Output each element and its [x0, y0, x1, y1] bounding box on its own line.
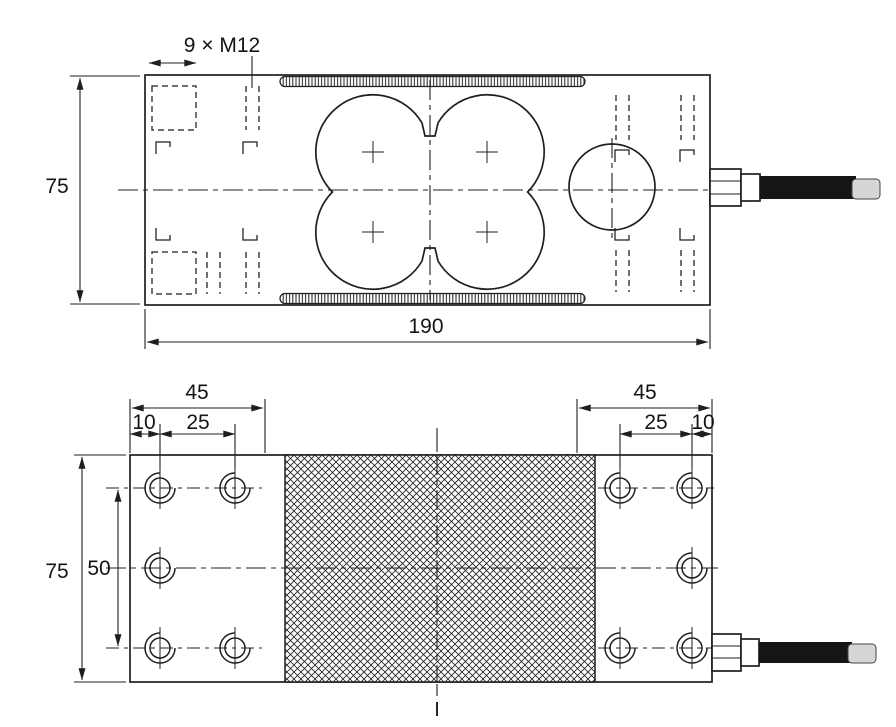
dim-top-width: 75	[45, 175, 68, 198]
cable-gland-bottom-view	[711, 633, 877, 672]
cable-gland-top-view	[709, 168, 881, 207]
cable-end	[847, 643, 877, 664]
dim-row-span: 50	[87, 557, 110, 580]
dim-right-edge-offset: 10	[691, 411, 714, 434]
section-mark-label: I	[434, 699, 440, 721]
cable	[759, 642, 852, 663]
center-cross-marks	[362, 141, 498, 243]
cable	[760, 176, 856, 199]
bottom-view-dimensions: 45 10 25 45 25 10 75 50	[45, 381, 715, 683]
top-view: 9 × M12 75 190	[45, 34, 881, 349]
bottom-view: I 45 10 25	[45, 381, 877, 721]
thread-callout-label: 9 × M12	[184, 34, 260, 57]
cable-end	[851, 178, 881, 200]
dim-top-length: 190	[408, 315, 443, 338]
knurl-strip-bottom	[279, 292, 586, 305]
dim-left-block: 45	[185, 381, 208, 404]
hidden-holes-bottom-left	[151, 228, 260, 295]
knurl-strip-top	[279, 75, 586, 88]
hidden-holes-top-left	[151, 85, 260, 154]
dim-left-pitch: 25	[186, 411, 209, 434]
hidden-holes-top-right	[614, 95, 695, 162]
dim-left-edge-offset: 10	[132, 411, 155, 434]
dim-right-block: 45	[633, 381, 656, 404]
hidden-holes-bottom-right	[614, 228, 695, 292]
dim-bottom-width: 75	[45, 560, 68, 583]
dim-right-pitch: 25	[644, 411, 667, 434]
top-view-dimensions: 9 × M12 75 190	[45, 34, 711, 349]
